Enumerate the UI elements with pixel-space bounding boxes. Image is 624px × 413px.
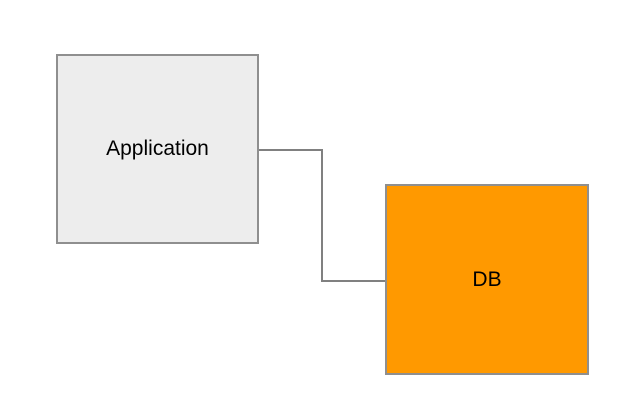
node-application[interactable]: Application: [56, 54, 259, 244]
node-db[interactable]: DB: [385, 184, 589, 375]
application-db-connector[interactable]: [258, 149, 386, 282]
node-application-label: Application: [106, 137, 209, 161]
node-db-label: DB: [472, 267, 502, 291]
